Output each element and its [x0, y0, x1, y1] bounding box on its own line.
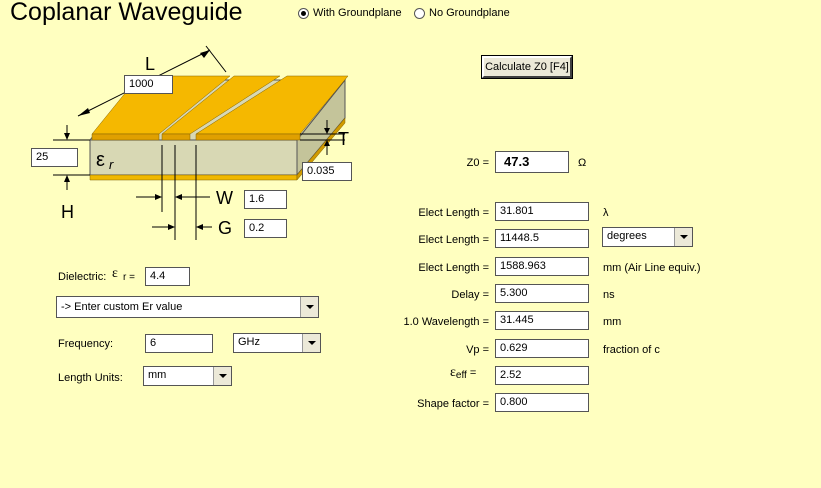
substrate-front — [89, 139, 298, 176]
height-input[interactable]: 25 — [31, 148, 78, 167]
eeff-equals: = — [466, 367, 477, 379]
frequency-unit-select[interactable]: GHz — [233, 333, 321, 353]
length-input[interactable]: 1000 — [124, 75, 173, 94]
elect-length-degrees-label: Elect Length = — [418, 234, 489, 246]
wavelength-label: 1.0 Wavelength = — [403, 316, 489, 328]
radio-unselected-icon[interactable] — [414, 7, 425, 19]
z0-output: 47.3 — [495, 151, 569, 173]
W-label: W — [216, 188, 233, 208]
length-units-select[interactable]: mm — [143, 366, 232, 386]
elect-length-lambda-label: Elect Length = — [418, 207, 489, 219]
er-input[interactable]: 4.4 — [145, 267, 190, 286]
thickness-input[interactable]: 0.035 — [302, 162, 352, 181]
mm-unit: mm — [603, 316, 622, 328]
fraction-of-c-unit: fraction of c — [603, 344, 660, 356]
shape-factor-label: Shape factor = — [417, 398, 489, 410]
frequency-unit-value: GHz — [238, 336, 260, 348]
material-select-value: -> Enter custom Er value — [61, 301, 183, 313]
radio-selected-icon[interactable] — [298, 7, 309, 19]
z0-label: Z0 = — [466, 157, 489, 169]
elect-length-mm-output: 1588.963 — [495, 257, 589, 276]
ns-unit: ns — [603, 289, 615, 301]
material-select[interactable]: -> Enter custom Er value — [56, 296, 319, 318]
calculate-button[interactable]: Calculate Z0 [F4] — [482, 56, 572, 78]
page-title: Coplanar Waveguide — [10, 0, 243, 26]
eeff-label: εeff = — [450, 365, 476, 381]
right-ground-edge — [195, 133, 301, 141]
length-units-value: mm — [148, 369, 167, 381]
angle-unit-select[interactable]: degrees — [602, 227, 693, 247]
length-units-label: Length Units: — [58, 372, 123, 384]
delay-label: Delay = — [451, 289, 489, 301]
with-groundplane-radio[interactable]: With Groundplane — [298, 7, 402, 19]
center-conductor-edge — [161, 133, 191, 141]
dielectric-er-sub: r = — [123, 272, 135, 283]
width-input[interactable]: 1.6 — [244, 190, 287, 209]
vp-label: Vp = — [466, 344, 489, 356]
left-ground-edge — [91, 133, 160, 141]
T-label: T — [338, 129, 349, 149]
no-groundplane-label[interactable]: No Groundplane — [429, 7, 510, 19]
dropdown-arrow-icon[interactable] — [213, 367, 231, 385]
er-symbol: ε — [96, 149, 105, 171]
delay-output: 5.300 — [495, 284, 589, 303]
no-groundplane-radio[interactable]: No Groundplane — [414, 7, 510, 19]
dropdown-arrow-icon[interactable] — [302, 334, 320, 352]
with-groundplane-label[interactable]: With Groundplane — [313, 7, 402, 19]
shape-factor-output: 0.800 — [495, 393, 589, 412]
dielectric-er-symbol: ε — [112, 266, 118, 281]
vp-output: 0.629 — [495, 339, 589, 358]
eeff-output: 2.52 — [495, 366, 589, 385]
lambda-unit: λ — [603, 207, 609, 219]
elect-length-degrees-output: 11448.5 — [495, 229, 589, 248]
wavelength-output: 31.445 — [495, 311, 589, 330]
ohm-unit: Ω — [578, 157, 587, 169]
angle-unit-value: degrees — [607, 230, 647, 242]
H-label: H — [61, 202, 74, 222]
eeff-symbol: ε — [450, 365, 456, 380]
er-subscript: r — [109, 157, 114, 172]
dropdown-arrow-icon[interactable] — [674, 228, 692, 246]
dropdown-arrow-icon[interactable] — [300, 297, 318, 317]
frequency-input[interactable]: 6 — [145, 334, 213, 353]
eeff-subscript: eff — [455, 370, 467, 381]
air-line-unit: mm (Air Line equiv.) — [603, 262, 701, 274]
waveguide-diagram: ε r L H T W G — [53, 45, 349, 240]
elect-length-lambda-output: 31.801 — [495, 202, 589, 221]
elect-length-mm-label: Elect Length = — [418, 262, 489, 274]
ground-plane-front — [89, 174, 298, 181]
frequency-label: Frequency: — [58, 338, 114, 350]
L-label: L — [145, 54, 155, 74]
dielectric-label: Dielectric: — [58, 271, 107, 283]
gap-input[interactable]: 0.2 — [244, 219, 287, 238]
G-label: G — [218, 218, 232, 238]
